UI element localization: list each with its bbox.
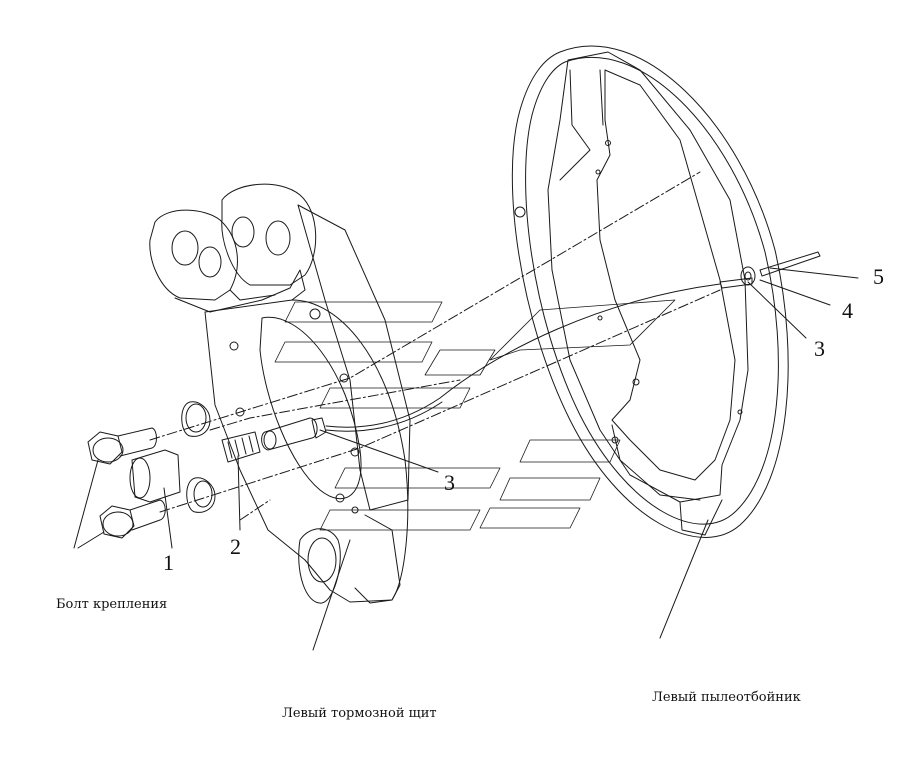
sensor-cable bbox=[326, 284, 720, 427]
sensor-body bbox=[262, 418, 318, 450]
bushing-lower-end bbox=[194, 481, 212, 507]
brake-shield-hole-1 bbox=[310, 309, 320, 319]
caption-left-brake-shield: Левый тормозной щит bbox=[282, 706, 437, 721]
bolt-lower-flange bbox=[103, 512, 133, 536]
leader-3-sensor bbox=[320, 430, 438, 472]
callout-4: 4 bbox=[842, 298, 853, 323]
bracket-boss-right-hole-a bbox=[232, 217, 254, 247]
axis-sensor bbox=[210, 380, 460, 430]
brake-shield-hole-6 bbox=[336, 494, 344, 502]
bushing-upper bbox=[182, 402, 210, 437]
axis-lower bbox=[160, 290, 720, 512]
dust-shield-flange-step bbox=[560, 70, 700, 500]
leader-bolt-a bbox=[74, 460, 98, 548]
part-1-sleeve-end bbox=[130, 458, 150, 498]
brake-shield-bottom-tab bbox=[355, 515, 400, 603]
stripe-5 bbox=[320, 510, 480, 530]
callout-5: 5 bbox=[873, 264, 884, 289]
sensor-grommet-parts bbox=[720, 252, 820, 288]
brake-shield-outline bbox=[205, 300, 408, 602]
dust-shield-hole-2 bbox=[606, 141, 611, 146]
bracket-boss-right-hole-b bbox=[266, 221, 290, 255]
brake-shield-hole-4 bbox=[236, 408, 244, 416]
callout-2: 2 bbox=[230, 534, 241, 559]
leader-brake-shield bbox=[313, 540, 350, 650]
mounting-bolts bbox=[88, 402, 215, 538]
leader-lines bbox=[74, 268, 858, 650]
leader-4 bbox=[760, 280, 830, 305]
bolt-upper-flange bbox=[93, 438, 123, 462]
bracket-web-2 bbox=[230, 290, 275, 300]
stripe-2 bbox=[275, 342, 432, 362]
dust-shield-hole-1 bbox=[515, 207, 525, 217]
leader-2 bbox=[238, 456, 240, 530]
bracket-web bbox=[175, 270, 305, 312]
part-5-pin bbox=[760, 252, 820, 276]
sensor-cable-inner bbox=[326, 402, 442, 431]
dust-shield-flange-bottom bbox=[680, 500, 722, 535]
bolt-lower-head bbox=[100, 506, 134, 538]
bolt-upper-shank bbox=[118, 428, 157, 456]
caliper-bracket bbox=[150, 184, 316, 312]
brake-shield bbox=[205, 205, 410, 603]
brake-shield-hole-3 bbox=[340, 374, 348, 382]
stripe-7 bbox=[500, 478, 600, 500]
caption-mounting-bolt: Болт крепления bbox=[56, 597, 168, 612]
brake-shield-arm-hole bbox=[308, 538, 336, 582]
stripe-3 bbox=[320, 388, 470, 408]
dust-shield-opening bbox=[597, 70, 735, 480]
brake-shield-stiffener bbox=[298, 205, 410, 510]
part-3-sensor-tip bbox=[720, 278, 752, 288]
sensor-body-end bbox=[264, 431, 276, 449]
stripe-8 bbox=[480, 508, 580, 528]
bushing-upper-end bbox=[186, 404, 206, 432]
leader-bolt-b bbox=[78, 532, 104, 548]
brake-shield-inner-recess bbox=[260, 317, 361, 498]
bracket-boss-left-hole-b bbox=[199, 247, 221, 277]
assembly-stripes bbox=[275, 300, 675, 530]
brake-shield-hole-5 bbox=[351, 448, 359, 456]
stripe-6 bbox=[520, 440, 620, 462]
part-2-clip-ribs bbox=[228, 436, 253, 458]
dust-shield-grommet-inner bbox=[745, 272, 751, 280]
sensor-collar bbox=[312, 418, 326, 438]
leader-5 bbox=[770, 268, 858, 278]
stripe-9 bbox=[425, 350, 495, 375]
stripe-10 bbox=[490, 300, 675, 360]
bracket-boss-left-hole-a bbox=[172, 231, 198, 265]
leader-1 bbox=[164, 488, 172, 548]
dust-shield-hole-3 bbox=[596, 170, 600, 174]
stripe-1 bbox=[285, 302, 442, 322]
abs-sensor-assembly bbox=[222, 284, 720, 462]
dust-shield-outer-rim bbox=[512, 46, 788, 537]
bracket-boss-left bbox=[150, 210, 238, 300]
part-2-clip bbox=[222, 432, 260, 462]
bolt-upper-head bbox=[88, 432, 122, 464]
dust-shield-rim-inner bbox=[526, 57, 779, 524]
dust-shield-flange-outer bbox=[548, 52, 748, 502]
leader-3-shield bbox=[748, 282, 806, 338]
caption-left-dust-shield: Левый пылеотбойник bbox=[652, 690, 801, 705]
stripe-4 bbox=[335, 468, 500, 488]
dust-shield-hole-7 bbox=[738, 410, 742, 414]
callout-3-dust-shield: 3 bbox=[814, 336, 825, 361]
bracket-boss-right bbox=[222, 184, 316, 285]
bolt-lower-shank bbox=[130, 500, 165, 530]
bushing-lower bbox=[187, 478, 215, 513]
brake-shield-hole-2 bbox=[230, 342, 238, 350]
callout-1: 1 bbox=[163, 550, 174, 575]
axis-pin bbox=[240, 500, 270, 520]
dust-shield bbox=[512, 46, 788, 537]
leader-dust-shield bbox=[660, 520, 708, 638]
dust-shield-hole-5 bbox=[633, 379, 639, 385]
assembly-axes bbox=[150, 172, 720, 520]
dust-shield-hole-4 bbox=[598, 316, 602, 320]
callout-3-sensor: 3 bbox=[444, 470, 455, 495]
part-1-sleeve bbox=[132, 450, 180, 502]
